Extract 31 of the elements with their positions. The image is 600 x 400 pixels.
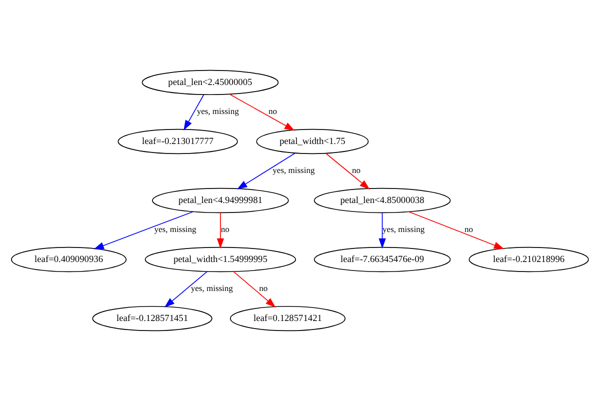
edge-label: no xyxy=(464,224,473,234)
node-ellipse: petal_len<4.85000038 xyxy=(314,187,451,213)
edge-label: yes, missing xyxy=(272,164,315,175)
node-ellipse: leaf=0.409090936 xyxy=(10,246,127,272)
node-ellipse: leaf=-0.128571451 xyxy=(92,305,212,331)
arrow xyxy=(94,210,194,249)
node-ellipse: petal_width<1.75 xyxy=(256,128,369,154)
arrow xyxy=(184,94,204,130)
edge-label: no xyxy=(352,164,361,175)
arrow xyxy=(408,210,504,249)
node-ellipse: leaf=-0.213017777 xyxy=(118,128,238,154)
node-ellipse: leaf=0.128571421 xyxy=(230,305,346,331)
arrow xyxy=(325,152,370,189)
edge-label: yes, missing xyxy=(382,224,425,234)
edge-label: yes, missing xyxy=(190,282,233,293)
edge-label: no xyxy=(220,224,230,234)
arrow xyxy=(164,270,208,307)
node-ellipse: leaf=-7.66345476e-09 xyxy=(314,246,451,272)
edge-label: no xyxy=(268,106,278,116)
arrow xyxy=(216,212,224,248)
node-ellipse: leaf=-0.210218996 xyxy=(468,246,589,272)
edge-label: no xyxy=(259,282,268,293)
arrow xyxy=(236,152,296,189)
arrow xyxy=(378,212,386,248)
edge-label: yes, missing xyxy=(196,106,239,116)
edge-label: yes, missing xyxy=(154,224,196,234)
arrow xyxy=(232,270,276,307)
arrow xyxy=(229,93,295,130)
node-ellipse: petal_width<1.54999995 xyxy=(144,246,296,272)
node-ellipse: petal_len<2.45000005 xyxy=(142,69,279,95)
node-ellipse: petal_len<4.94999981 xyxy=(152,187,289,213)
